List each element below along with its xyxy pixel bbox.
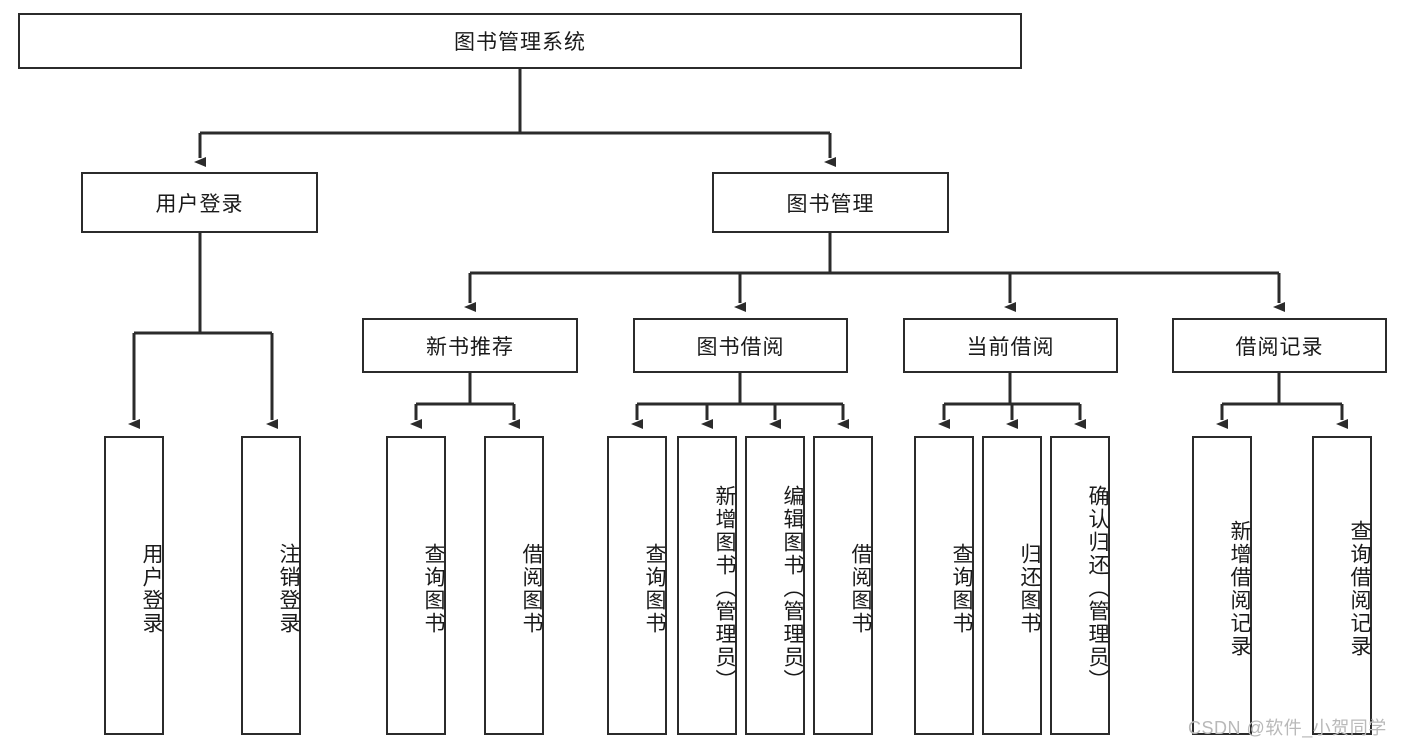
leaf-query-book-borrow[interactable]: 查询图书 <box>607 436 667 735</box>
node-book-manage[interactable]: 图书管理 <box>712 172 949 233</box>
node-new-book-recommend[interactable]: 新书推荐 <box>362 318 578 373</box>
leaf-user-login-action[interactable]: 用户登录 <box>104 436 164 735</box>
leaf-add-book-admin[interactable]: 新增图书（管理员） <box>677 436 737 735</box>
leaf-edit-book-admin[interactable]: 编辑图书（管理员） <box>745 436 805 735</box>
csdn-watermark: CSDN @软件_小贺同学 <box>1188 718 1387 738</box>
leaf-query-book-current[interactable]: 查询图书 <box>914 436 974 735</box>
leaf-query-book-rec[interactable]: 查询图书 <box>386 436 446 735</box>
leaf-return-book[interactable]: 归还图书 <box>982 436 1042 735</box>
leaf-borrow-book-action[interactable]: 借阅图书 <box>813 436 873 735</box>
leaf-confirm-return-admin[interactable]: 确认归还（管理员） <box>1050 436 1110 735</box>
node-user-login[interactable]: 用户登录 <box>81 172 318 233</box>
leaf-borrow-book-rec[interactable]: 借阅图书 <box>484 436 544 735</box>
leaf-add-borrow-record[interactable]: 新增借阅记录 <box>1192 436 1252 735</box>
leaf-user-logout-action[interactable]: 注销登录 <box>241 436 301 735</box>
leaf-query-borrow-record[interactable]: 查询借阅记录 <box>1312 436 1372 735</box>
node-borrow-record[interactable]: 借阅记录 <box>1172 318 1387 373</box>
node-root[interactable]: 图书管理系统 <box>18 13 1022 69</box>
node-current-borrow[interactable]: 当前借阅 <box>903 318 1118 373</box>
node-book-borrow[interactable]: 图书借阅 <box>633 318 848 373</box>
